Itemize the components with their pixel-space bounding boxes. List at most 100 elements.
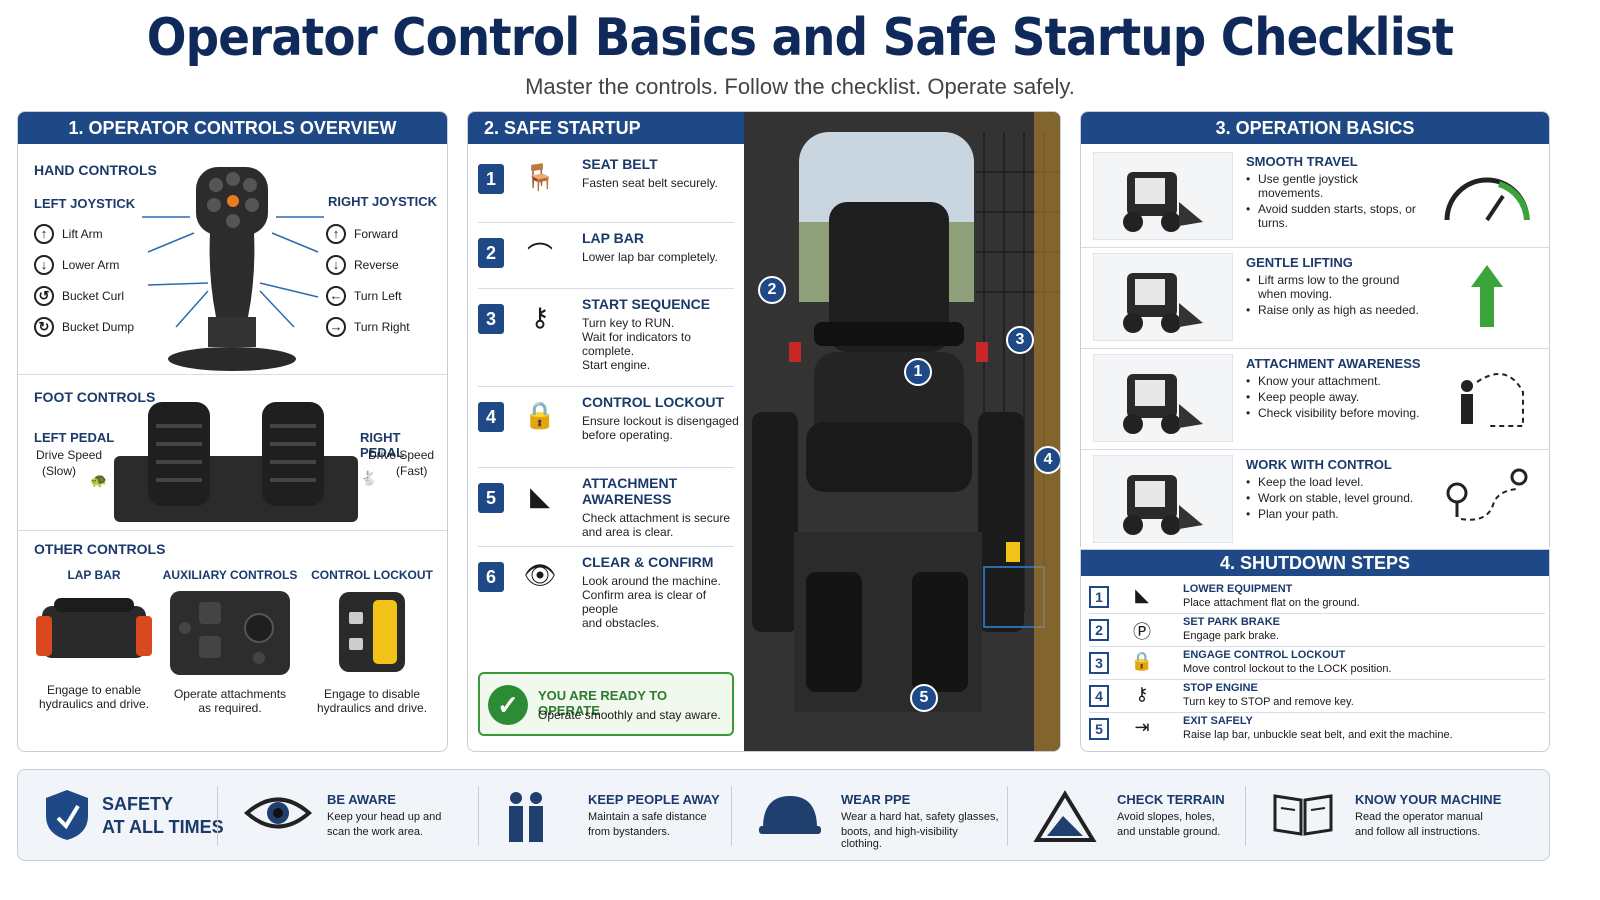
safety-title-line1: SAFETY	[102, 794, 174, 814]
arrow-left-icon: ←	[326, 286, 346, 306]
foot-pedals-illustration-icon	[114, 402, 358, 522]
operator-controls-panel: 1. OPERATOR CONTROLS OVERVIEW HAND CONTR…	[17, 111, 448, 752]
lap-bar-icon	[36, 598, 152, 658]
lap-bar-control: LAP BAR Engage to enable hydraulics and …	[26, 568, 162, 711]
hand-controls-heading: HAND CONTROLS	[34, 162, 157, 178]
panel-heading: 3. OPERATION BASICS	[1081, 112, 1549, 144]
step-title: ATTACHMENT AWARENESS	[582, 475, 678, 507]
bullet: •Keep the load level.	[1246, 475, 1364, 489]
bucket-icon: ◣	[1135, 585, 1149, 605]
other-controls-heading: OTHER CONTROLS	[34, 541, 166, 557]
step-number: 2	[1089, 619, 1109, 641]
skid-steer-lift-icon	[1093, 253, 1233, 341]
skid-steer-level-icon	[1093, 455, 1233, 543]
shutdown-title: LOWER EQUIPMENT	[1183, 583, 1293, 595]
step-number: 5	[1089, 718, 1109, 740]
terrain-warning-icon	[1033, 790, 1097, 849]
rabbit-icon: 🐇	[360, 470, 378, 486]
tip-line: and unstable ground.	[1117, 826, 1221, 838]
control-lockout: CONTROL LOCKOUT Engage to disable hydrau…	[311, 568, 433, 715]
step-line: Lower lap bar completely.	[582, 250, 718, 264]
operation-basics-panel: 3. OPERATION BASICS SMOOTH TRAVEL •Use ge…	[1080, 111, 1550, 547]
step-number: 5	[478, 483, 504, 513]
cab-marker-5: 5	[910, 684, 938, 712]
forward-item: ↑Forward	[326, 224, 398, 244]
key-icon: ⚷	[530, 302, 550, 332]
step-line: before operating.	[582, 428, 673, 442]
divider	[478, 386, 734, 387]
lift-arm-item: ↑Lift Arm	[34, 224, 103, 244]
step-line: and area is clear.	[582, 525, 674, 539]
tip-line: Keep your head up and	[327, 811, 442, 823]
divider	[478, 222, 734, 223]
shutdown-title: SET PARK BRAKE	[1183, 616, 1280, 628]
panel-heading: 2. SAFE STARTUP CHECKLIST	[468, 112, 744, 170]
skid-steer-travel-icon	[1093, 152, 1233, 240]
shutdown-text: Turn key to STOP and remove key.	[1183, 696, 1354, 708]
left-pedal-label: LEFT PEDAL	[34, 430, 115, 445]
cab-marker-3: 3	[1006, 326, 1034, 354]
manual-book-icon	[1271, 790, 1335, 841]
attachment-warning-icon	[1093, 354, 1233, 442]
shutdown-text: Raise lap bar, unbuckle seat belt, and e…	[1183, 729, 1453, 741]
right-pedal-label: RIGHT PEDAL	[360, 430, 405, 460]
step-number: 4	[478, 402, 504, 432]
shutdown-title: STOP ENGINE	[1183, 682, 1258, 694]
divider	[1089, 712, 1545, 713]
bullet: •Keep people away.	[1246, 390, 1360, 404]
lap-bar-icon: ⌒	[526, 241, 553, 271]
divider	[1089, 679, 1545, 680]
bullet: •Use gentle joystick movements.	[1246, 172, 1359, 200]
step-line: Look around the machine.	[582, 574, 721, 588]
tip-line: Read the operator manual	[1355, 811, 1483, 823]
seat-belt-icon: 🪑	[523, 162, 557, 192]
bullet: •Avoid sudden starts, stops, or turns.	[1246, 202, 1416, 230]
step-title: CONTROL LOCKOUT	[582, 394, 725, 410]
tip-title: KEEP PEOPLE AWAY	[588, 792, 720, 807]
foot-controls-heading: FOOT CONTROLS	[34, 389, 156, 405]
bucket-icon: ◣	[530, 481, 550, 511]
tip-line: boots, and high-visibility clothing.	[841, 826, 958, 850]
bucket-dump-item: ↻Bucket Dump	[34, 317, 134, 337]
bullet: •Check visibility before moving.	[1246, 406, 1420, 420]
operation-title: SMOOTH TRAVEL	[1246, 154, 1358, 169]
bucket-curl-item: ↺Bucket Curl	[34, 286, 124, 306]
reverse-item: ↓Reverse	[326, 255, 399, 275]
tip-title: WEAR PPE	[841, 792, 911, 807]
step-number: 3	[478, 304, 504, 334]
bullet: •Lift arms low to the ground when moving…	[1246, 273, 1400, 301]
step-number: 3	[1089, 652, 1109, 674]
tip-line: Maintain a safe distance	[588, 811, 707, 823]
dump-icon: ↻	[34, 317, 54, 337]
page-title: Operator Control Basics and Safe Startup…	[146, 8, 1454, 68]
shutdown-title: ENGAGE CONTROL LOCKOUT	[1183, 649, 1346, 661]
right-joystick-label: RIGHT JOYSTICK	[328, 194, 438, 209]
speedometer-icon	[1444, 177, 1530, 222]
joystick-illustration-icon	[142, 167, 324, 371]
shutdown-text: Engage park brake.	[1183, 630, 1280, 642]
divider	[1081, 449, 1549, 450]
left-pedal-speed: (Slow)	[42, 464, 77, 478]
safety-tip: KEEP PEOPLE AWAY Maintain a safe distance…	[478, 784, 746, 848]
tip-title: CHECK TERRAIN	[1117, 792, 1225, 807]
cab-marker-2: 2	[758, 276, 786, 304]
eye-icon: 👁	[523, 560, 557, 590]
lock-icon: 🔒	[1130, 651, 1154, 671]
ready-banner: ✓ YOU ARE READY TO OPERATE Operate smoot…	[478, 672, 734, 736]
cab-photo: 2 1 3 4 5	[744, 112, 1060, 751]
operation-item: WORK WITH CONTROL•Keep the load level.•W…	[1093, 453, 1545, 547]
divider	[1089, 613, 1545, 614]
shutdown-text: Place attachment flat on the ground.	[1183, 597, 1360, 609]
hard-hat-icon	[757, 790, 823, 845]
left-joystick-label: LEFT JOYSTICK	[34, 196, 136, 211]
arrow-down-icon: ↓	[34, 255, 54, 275]
step-line: Start engine.	[582, 358, 651, 372]
step-number: 1	[478, 164, 504, 194]
step-line: Check attachment is secure	[582, 511, 731, 525]
step-number: 1	[1089, 586, 1109, 608]
